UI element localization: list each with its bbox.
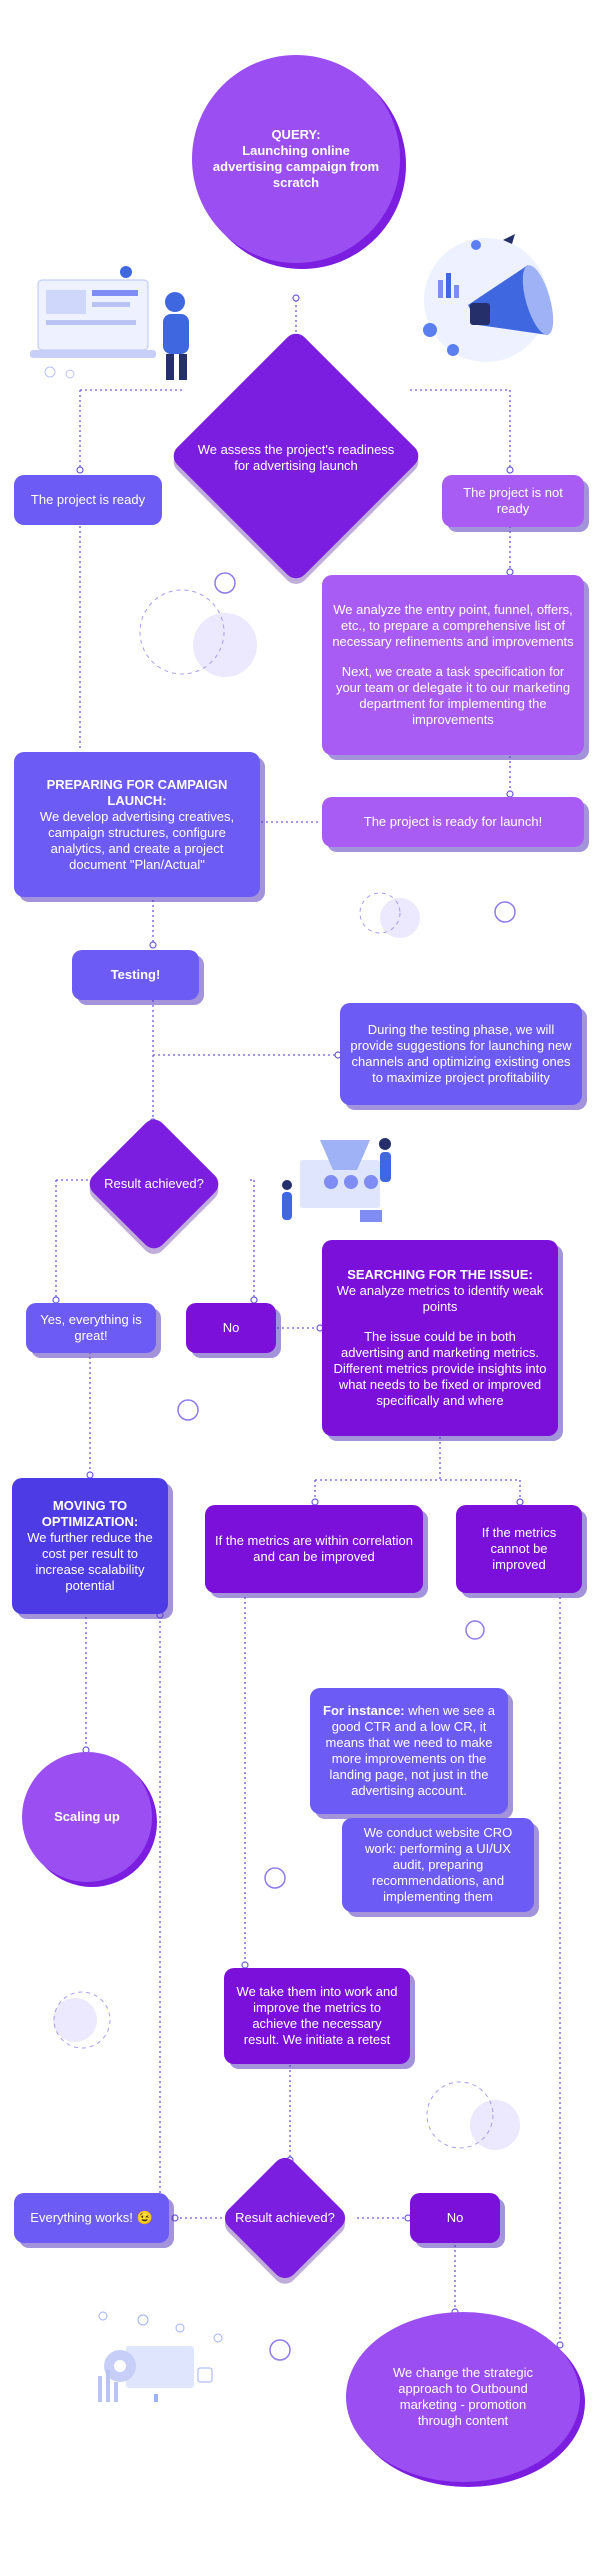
connector-dot (506, 466, 514, 474)
project-not-ready-text: The project is not ready (463, 485, 563, 516)
decor-blob (193, 613, 257, 677)
connector-dot (292, 294, 300, 302)
decor-circle (465, 1620, 485, 1640)
analytics-team-illustration (282, 1138, 391, 1222)
no1-text: No (222, 1320, 240, 1335)
start-title: QUERY: (271, 127, 321, 142)
searching-box: SEARCHING FOR THE ISSUE: We analyze metr… (322, 1240, 558, 1436)
yes-great-text: Yes, everything is great! (40, 1312, 142, 1343)
preparing-title: PREPARING FOR CAMPAIGN LAUNCH: (46, 776, 228, 808)
scaling-up-circle: Scaling up (22, 1752, 152, 1882)
for-instance-lead: For instance: (323, 1703, 405, 1718)
within-correlation-text: If the metrics are within correlation an… (215, 1533, 413, 1564)
testing-text: Testing! (110, 967, 161, 982)
megaphone-illustration (423, 234, 554, 362)
everything-works-box: Everything works! 😉 (14, 2193, 169, 2243)
scaling-up-text: Scaling up (54, 1809, 120, 1824)
preparing-box: PREPARING FOR CAMPAIGN LAUNCH: We develo… (14, 752, 260, 897)
analyze-p1: We analyze the entry point, funnel, offe… (332, 602, 574, 649)
ready-launch-box: The project is ready for launch! (322, 797, 584, 847)
decor-dashed-circle (139, 589, 225, 675)
retest-box: We take them into work and improve the m… (224, 1968, 410, 2064)
decor-circle (269, 2339, 291, 2361)
decor-blob (53, 1998, 97, 2042)
cro-text: We conduct website CRO work: performing … (363, 1825, 513, 1904)
start-text: Launching online advertising campaign fr… (212, 143, 380, 190)
no1-box: No (186, 1303, 276, 1353)
cro-box: We conduct website CRO work: performing … (342, 1818, 534, 1912)
decor-circle (177, 1399, 199, 1421)
decor-circle (494, 901, 516, 923)
decor-blob (380, 898, 420, 938)
connector-dot (149, 941, 157, 949)
testing-box: Testing! (72, 950, 199, 1000)
project-not-ready-box: The project is not ready (442, 475, 584, 527)
connector-dot (556, 2341, 564, 2349)
preparing-text: We develop advertising creatives, campai… (39, 808, 235, 872)
searching-p2: The issue could be in both advertising a… (333, 1329, 547, 1408)
connector-dot (171, 2214, 179, 2222)
project-ready-text: The project is ready (30, 492, 146, 507)
for-instance-box: For instance: when we see a good CTR and… (310, 1688, 508, 1814)
retest-text: We take them into work and improve the m… (236, 1984, 398, 2047)
assess-text: We assess the project's readiness for ad… (197, 442, 395, 473)
testing-phase-box: During the testing phase, we will provid… (340, 1003, 582, 1105)
result2-text: Result achieved? (235, 2210, 335, 2225)
change-strategy-text: We change the strategic approach to Outb… (393, 2365, 533, 2428)
testing-phase-text: During the testing phase, we will provid… (350, 1022, 572, 1085)
change-strategy-circle: We change the strategic approach to Outb… (346, 2312, 580, 2482)
optimization-text: We further reduce the cost per result to… (27, 1530, 153, 1593)
connector-dot (76, 466, 84, 474)
analyze-box: We analyze the entry point, funnel, offe… (322, 575, 584, 755)
decor-circle (264, 1867, 286, 1889)
decor-dashed-circle (53, 1991, 111, 2049)
optimization-title: MOVING TO OPTIMIZATION: (41, 1498, 139, 1529)
searching-title: SEARCHING FOR THE ISSUE: (347, 1267, 533, 1282)
cannot-improve-text: If the metrics cannot be improved (481, 1525, 557, 1572)
cannot-improve-box: If the metrics cannot be improved (456, 1505, 582, 1593)
everything-works-text: Everything works! 😉 (30, 2210, 153, 2225)
decor-dashed-circle (426, 2081, 494, 2149)
no2-box: No (410, 2193, 500, 2243)
decor-blob (470, 2100, 520, 2150)
yes-great-box: Yes, everything is great! (26, 1303, 156, 1353)
settings-illustration (98, 2311, 223, 2402)
result1-text: Result achieved? (104, 1176, 204, 1191)
start-query-circle: QUERY: Launching online advertising camp… (192, 55, 400, 263)
decor-circle (214, 572, 236, 594)
decor-dashed-circle (359, 892, 401, 934)
within-correlation-box: If the metrics are within correlation an… (205, 1505, 423, 1593)
ready-launch-text: The project is ready for launch! (363, 814, 543, 829)
optimization-box: MOVING TO OPTIMIZATION: We further reduc… (12, 1478, 168, 1614)
searching-p1: We analyze metrics to identify weak poin… (336, 1283, 544, 1314)
for-instance-text: when we see a good CTR and a low CR, it … (325, 1703, 495, 1798)
no2-text: No (446, 2210, 464, 2225)
analyze-p2: Next, we create a task specification for… (335, 664, 571, 727)
laptop-illustration (30, 266, 189, 380)
project-ready-box: The project is ready (14, 475, 162, 525)
